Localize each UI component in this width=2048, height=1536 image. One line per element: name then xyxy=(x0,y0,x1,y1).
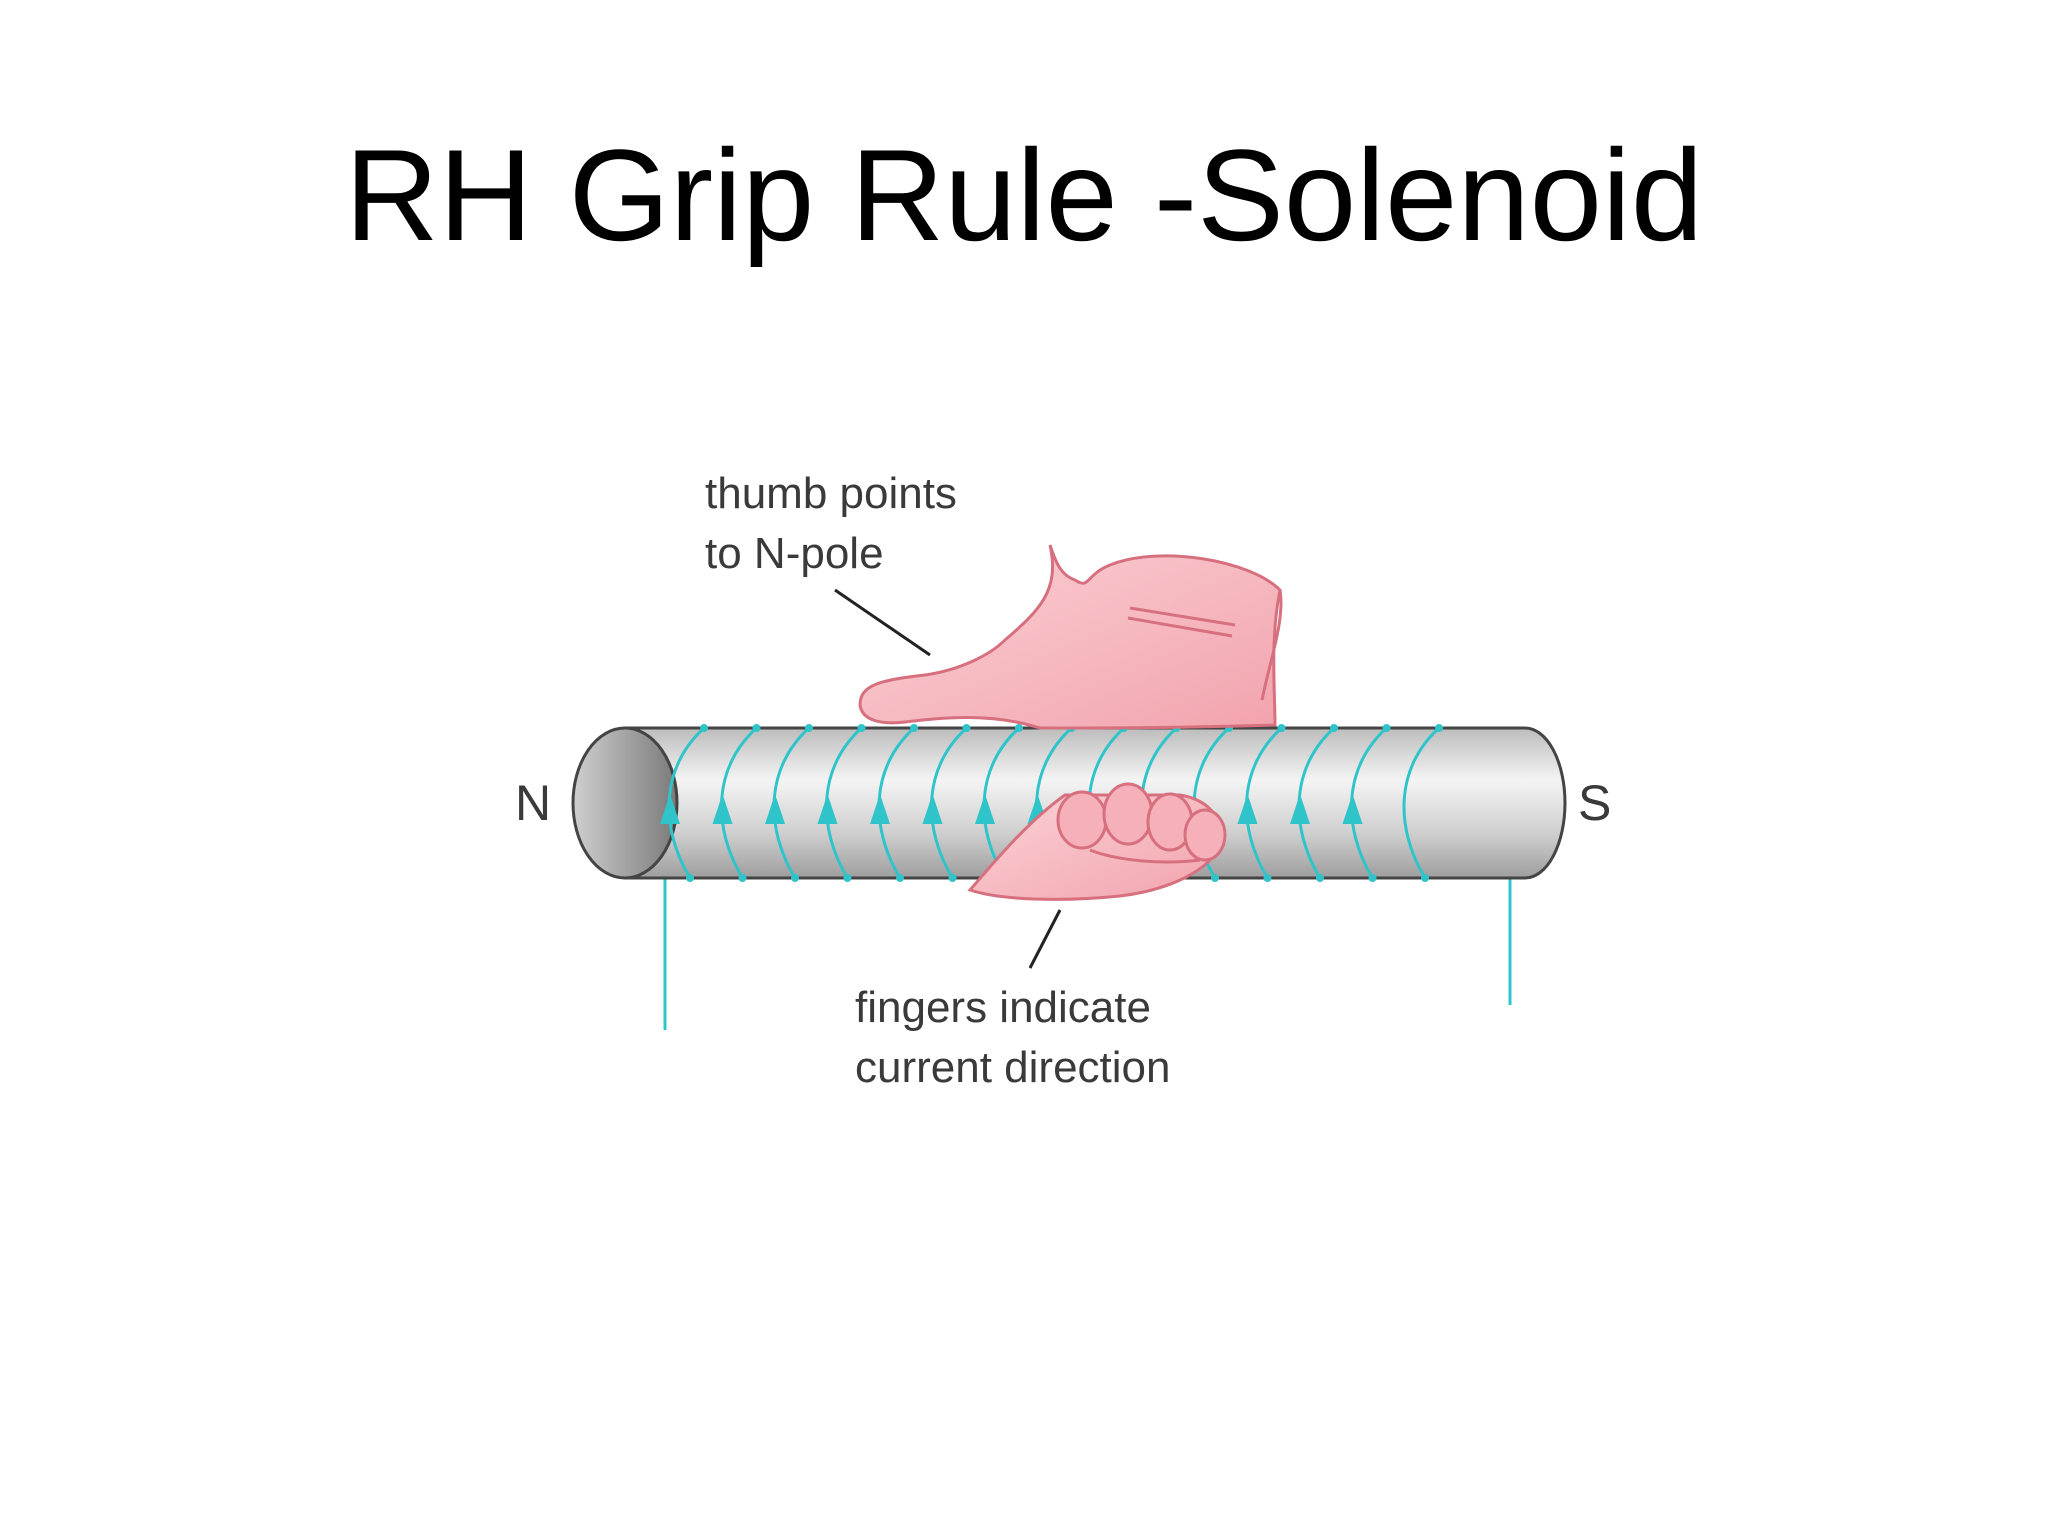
coil-contact-bottom xyxy=(686,874,694,882)
rod-north-end-face xyxy=(571,726,679,880)
coil-contact-top xyxy=(962,724,971,732)
coil-windings xyxy=(660,724,1443,882)
coil-turn xyxy=(1402,726,1441,879)
current-direction-arrow xyxy=(660,794,680,824)
coil-contact-top xyxy=(857,724,866,732)
north-pole-label: N xyxy=(515,775,551,831)
coil-contact-top xyxy=(1435,724,1443,732)
current-direction-arrow xyxy=(1290,794,1310,824)
coil-contact-bottom xyxy=(948,874,957,882)
coil-contact-bottom xyxy=(1368,874,1377,882)
thumb-callout-line xyxy=(834,588,931,657)
coil-contact-bottom xyxy=(1421,874,1429,882)
thumb-hand xyxy=(858,544,1283,730)
current-direction-arrow xyxy=(1237,794,1258,824)
coil-contact-top xyxy=(752,724,761,732)
coil-contact-bottom xyxy=(896,874,904,882)
current-direction-arrow xyxy=(765,794,785,824)
coil-contact-bottom xyxy=(1211,874,1219,882)
south-pole-label: S xyxy=(1578,775,1611,831)
fingers-hand xyxy=(967,782,1227,901)
current-direction-arrow xyxy=(712,794,733,824)
coil-contact-top xyxy=(910,724,918,732)
coil-contact-top xyxy=(700,724,708,732)
coil-contact-top xyxy=(1330,724,1338,732)
slide-title: RH Grip Rule -Solenoid xyxy=(344,122,1704,268)
current-direction-arrow xyxy=(817,794,838,824)
thumb-callout-label: thumb points to N-pole xyxy=(705,469,969,578)
coil-contact-top xyxy=(1277,724,1286,732)
coil-contact-bottom xyxy=(843,874,852,882)
coil-contact-bottom xyxy=(791,874,799,882)
current-direction-arrow xyxy=(870,794,890,824)
coil-contact-top xyxy=(805,724,813,732)
coil-contact-bottom xyxy=(1316,874,1324,882)
coil-contact-bottom xyxy=(1263,874,1272,882)
current-direction-arrow xyxy=(975,794,995,824)
coil-contact-top xyxy=(1382,724,1391,732)
current-direction-arrow xyxy=(1342,794,1363,824)
coil-contact-top xyxy=(1015,724,1023,732)
fingers-callout-line xyxy=(1028,909,1062,969)
fingers-callout-label: fingers indicate current direction xyxy=(855,983,1170,1092)
coil-contact-bottom xyxy=(738,874,747,882)
current-direction-arrow xyxy=(922,794,943,824)
